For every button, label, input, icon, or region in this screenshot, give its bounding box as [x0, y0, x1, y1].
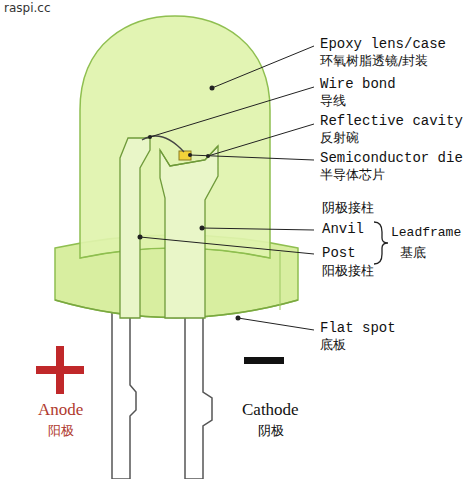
part-name-cn: 基底 — [400, 246, 426, 261]
part-name-cn: 反射碗 — [320, 131, 359, 146]
lead-wires — [112, 300, 212, 479]
part-name: Semiconductor die — [320, 150, 463, 166]
plus-sign — [36, 346, 84, 394]
anvil — [160, 146, 218, 318]
leader-lines — [140, 46, 314, 330]
part-name-cn: 底板 — [320, 338, 346, 353]
terminal-name-cn: 阳极 — [48, 424, 74, 439]
part-name-cn: 阳极接柱 — [322, 264, 374, 279]
part-name: Wire bond — [320, 76, 396, 92]
part-name: Reflective cavity — [320, 113, 463, 129]
terminal-name: Anode — [38, 400, 83, 420]
semiconductor-die — [179, 151, 191, 160]
terminal-name: Cathode — [242, 400, 299, 420]
watermark: raspi.cc — [4, 2, 51, 16]
part-name-cn: 阴极接柱 — [322, 201, 374, 216]
part-name-cn: 导线 — [320, 94, 346, 109]
post — [120, 138, 150, 318]
part-name: Anvil — [322, 221, 364, 237]
bracket — [374, 222, 388, 264]
part-name: Post — [322, 245, 356, 261]
minus-sign — [244, 357, 284, 364]
terminal-name-cn: 阴极 — [258, 424, 284, 439]
part-name-cn: 半导体芯片 — [320, 168, 385, 183]
part-name: Epoxy lens/case — [320, 36, 446, 52]
part-name-cn: 环氧树脂透镜/封装 — [320, 54, 428, 69]
part-name: Leadframe — [391, 226, 461, 241]
wire-bond — [142, 136, 184, 152]
part-name: Flat spot — [320, 320, 396, 336]
